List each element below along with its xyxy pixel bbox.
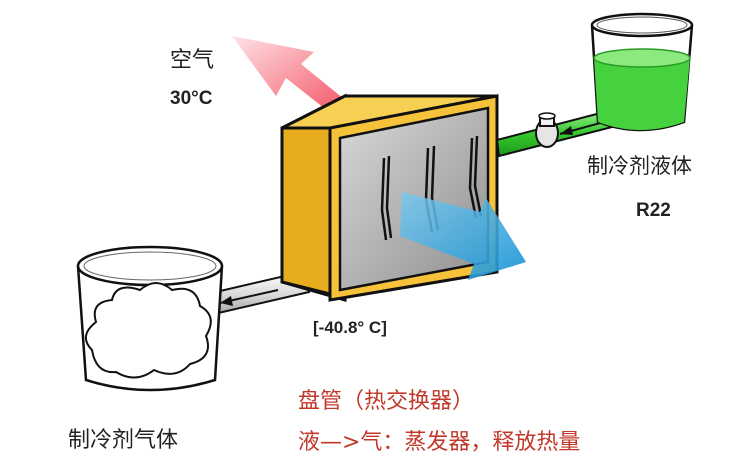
air-temperature: 30°C — [170, 88, 213, 109]
air-label: 空气 — [170, 48, 215, 73]
liquid-container — [590, 12, 694, 132]
process-caption: 液—>气：蒸发器，释放热量 — [298, 430, 581, 455]
cold-air-arrow — [400, 192, 526, 280]
warm-air-arrow — [232, 36, 355, 120]
coil-temperature: [-40.8° C] — [313, 318, 387, 337]
coil-caption: 盘管（热交换器） — [298, 389, 475, 414]
refrigerant-liquid-label: 制冷剂液体 — [587, 154, 692, 178]
vapor-cloud-icon — [85, 282, 212, 379]
liquid-inlet-pipe — [495, 108, 618, 158]
gas-container — [76, 245, 224, 392]
refrigerant-gas-label: 制冷剂气体 — [68, 428, 179, 453]
coil-heat-exchanger — [280, 93, 499, 302]
refrigerant-name: R22 — [636, 200, 671, 221]
